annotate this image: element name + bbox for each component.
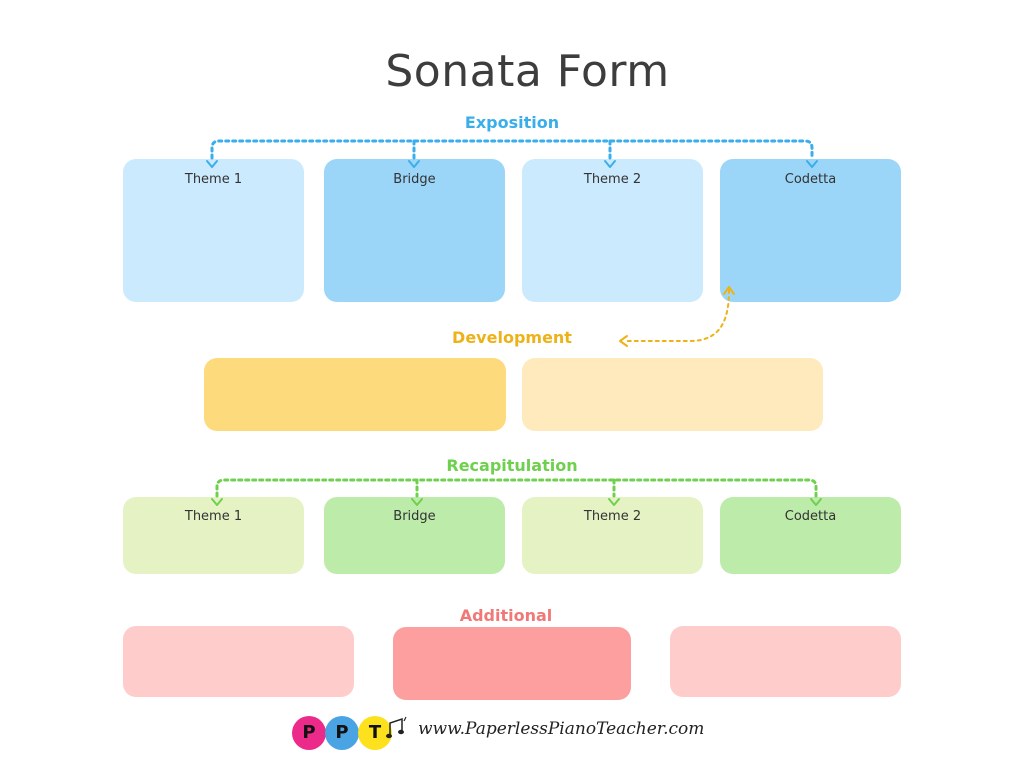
additional-label: Additional (459, 606, 553, 625)
exposition-connector (210, 139, 814, 160)
box-label: Bridge (393, 509, 436, 524)
website-url[interactable]: www.PaperlessPianoTeacher.com (418, 719, 705, 739)
box-label: Theme 2 (583, 509, 642, 524)
recap-box-codetta: Codetta (720, 497, 901, 574)
box-label: Codetta (784, 509, 837, 524)
ppt-logo: P P T (292, 713, 412, 753)
box-label: Codetta (784, 172, 837, 187)
exposition-box-theme-1: Theme 1 (123, 159, 304, 302)
recap-box-theme-1: Theme 1 (123, 497, 304, 574)
box-label: Bridge (393, 172, 436, 187)
logo-p2-circle: P (325, 716, 359, 750)
development-box-2 (522, 358, 823, 431)
logo-t-circle: T (358, 716, 392, 750)
additional-box-1 (123, 626, 354, 697)
box-label: Theme 2 (583, 172, 642, 187)
exposition-box-theme-2: Theme 2 (522, 159, 703, 302)
page-title: Sonata Form (385, 46, 670, 97)
recapitulation-connector (215, 478, 818, 498)
recapitulation-label: Recapitulation (446, 456, 578, 475)
recap-box-theme-2: Theme 2 (522, 497, 703, 574)
development-label: Development (452, 328, 572, 347)
additional-box-2 (393, 627, 631, 700)
recap-box-bridge: Bridge (324, 497, 505, 574)
music-note-icon (386, 716, 407, 739)
exposition-label: Exposition (464, 113, 560, 132)
box-label: Theme 1 (184, 172, 243, 187)
development-box-1 (204, 358, 506, 431)
box-label: Theme 1 (184, 509, 243, 524)
exposition-box-codetta: Codetta (720, 159, 901, 302)
additional-box-3 (670, 626, 901, 697)
exposition-box-bridge: Bridge (324, 159, 505, 302)
logo-p-circle: P (292, 716, 326, 750)
